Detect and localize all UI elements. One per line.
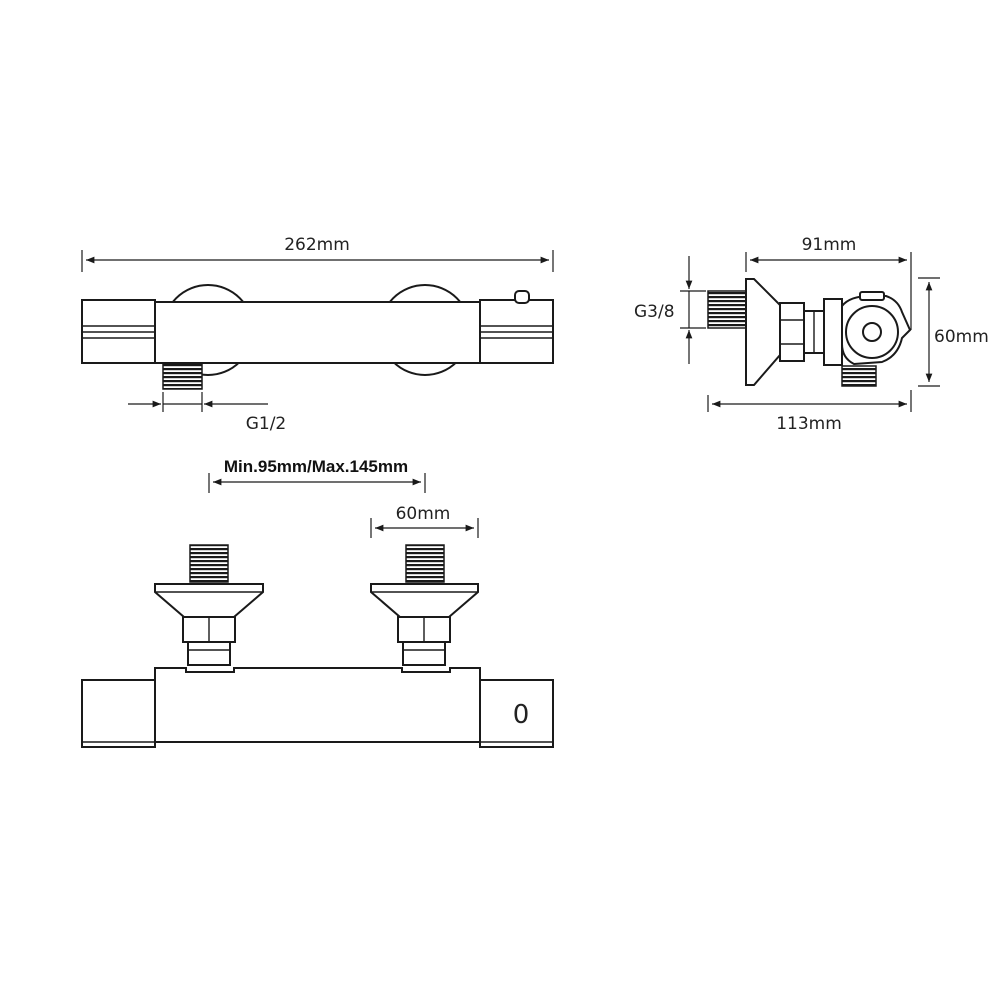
left-inlet-assembly [154, 544, 264, 666]
inlet-thread-label: G1/2 [246, 414, 287, 434]
left-connector [187, 641, 231, 666]
side-body-end [823, 298, 843, 366]
left-flange [154, 583, 264, 618]
side-dial-outer [845, 305, 899, 359]
inlet-thread [162, 361, 203, 390]
side-height-label: 60mm [934, 327, 989, 347]
side-hex-nut [779, 302, 805, 362]
left-inlet-thread [189, 544, 229, 583]
side-safety-button [859, 291, 885, 301]
center-range-label: Min.95mm/Max.145mm [224, 457, 408, 476]
side-dial-center [862, 322, 882, 342]
right-connector [402, 641, 446, 666]
side-depth-label: 91mm [802, 235, 857, 255]
width-dimension-label: 262mm [284, 235, 350, 255]
side-inlet-thread [707, 290, 747, 329]
side-view: 91mm 113mm 60mm G3/8 [634, 235, 989, 434]
flange-width-label: 60mm [396, 504, 451, 524]
front-right-handle [479, 679, 554, 748]
safety-button [514, 290, 530, 304]
front-valve-body [154, 667, 481, 743]
right-inlet-thread [405, 544, 445, 583]
valve-body [154, 301, 481, 364]
side-flange [745, 278, 781, 386]
side-thread-label: G3/8 [634, 302, 675, 322]
right-flange [370, 583, 479, 618]
right-inlet-assembly [370, 544, 479, 666]
side-outlet-thread [841, 365, 877, 387]
dial-zero-mark: 0 [513, 700, 530, 730]
top-view: 262mm G1/2 [81, 235, 554, 434]
front-view: Min.95mm/Max.145mm 60mm [81, 457, 554, 748]
front-left-handle [81, 679, 156, 748]
side-total-label: 113mm [776, 414, 842, 434]
